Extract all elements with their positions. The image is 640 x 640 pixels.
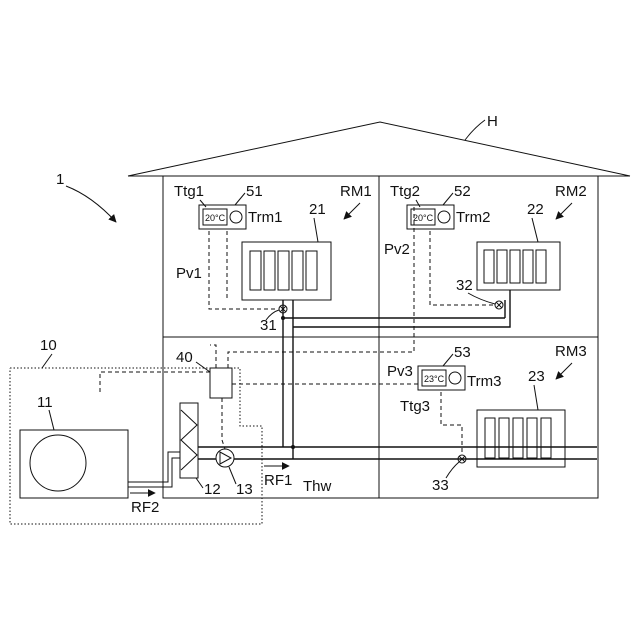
- radiator-23-leader: [534, 385, 538, 410]
- controller-signal-pv1: [210, 345, 216, 368]
- valve-33-leader: [446, 462, 459, 478]
- pump-symbol: [220, 452, 231, 464]
- rm1-label: RM1: [340, 183, 372, 200]
- valve-33-label: 33: [432, 477, 449, 494]
- ttg1-leader: [200, 200, 206, 207]
- ttg1-label: Ttg1: [174, 183, 204, 200]
- pump-label: 13: [236, 481, 253, 498]
- rm2-arrow: [556, 203, 572, 219]
- thermostat-53-label: 53: [454, 344, 471, 361]
- ttg2-label: Ttg2: [390, 183, 420, 200]
- thermostat-51-leader: [235, 193, 245, 205]
- rf1-label: RF1: [264, 472, 292, 489]
- trm3-label: Trm3: [467, 373, 501, 390]
- controller-leader: [196, 362, 210, 372]
- pv2-label: Pv2: [384, 241, 410, 258]
- heat-exchanger-label: 12: [204, 481, 221, 498]
- rf2-label: RF2: [131, 499, 159, 516]
- outdoor-unit-fan: [30, 435, 86, 491]
- outdoor-unit-leader: [49, 410, 54, 430]
- rm3-label: RM3: [555, 343, 587, 360]
- controller-signal-pump: [222, 398, 225, 449]
- controller-signal-pv2: [228, 205, 414, 368]
- heat-source-leader: [42, 354, 52, 368]
- valve-32: [495, 301, 503, 309]
- ttg3-label: Ttg3: [400, 398, 430, 415]
- rm3-arrow: [556, 363, 572, 379]
- thermostat-51-temp: 20°C: [205, 213, 226, 223]
- trm1-label: Trm1: [248, 209, 282, 226]
- thermostat-51-label: 51: [246, 183, 263, 200]
- junction-2: [291, 445, 295, 449]
- pv3-signal: [441, 392, 462, 455]
- controller: [210, 368, 232, 398]
- thw-label: Thw: [303, 478, 332, 495]
- pv1-signal: [209, 231, 278, 309]
- system-label: 1: [56, 171, 64, 188]
- thermostat-53-temp: 23°C: [424, 374, 445, 384]
- house-label: H: [487, 113, 498, 130]
- heat-exchanger-coil: [181, 410, 197, 470]
- thermostat-52-temp: 20°C: [413, 213, 434, 223]
- radiator-21-label: 21: [309, 201, 326, 218]
- controller-signal-outdoor: [100, 372, 210, 395]
- heat-exchanger: [180, 403, 198, 478]
- system-arrow: [66, 186, 116, 222]
- heat-exchanger-leader: [196, 478, 203, 488]
- refrigerant-line-2: [128, 458, 180, 487]
- radiator-22-leader: [532, 218, 538, 242]
- pv1-label: Pv1: [176, 265, 202, 282]
- thermostat-53-knob: [449, 372, 461, 384]
- ttg2-leader: [416, 200, 420, 207]
- valve-32-leader: [468, 293, 495, 304]
- pump-leader: [229, 467, 236, 484]
- controller-label: 40: [176, 349, 193, 366]
- rm2-pipe-up2: [505, 290, 510, 327]
- heat-source-label: 10: [40, 337, 57, 354]
- radiator-21-leader: [314, 218, 318, 242]
- rm2-label: RM2: [555, 183, 587, 200]
- valve-31-label: 31: [260, 317, 277, 334]
- radiator-22-fins: [484, 250, 546, 283]
- house-leader: [465, 120, 485, 140]
- rm1-arrow: [344, 203, 360, 219]
- roof: [128, 122, 630, 176]
- thermostat-51-knob: [230, 211, 242, 223]
- trm2-label: Trm2: [456, 209, 490, 226]
- radiator-23-fins: [485, 418, 551, 458]
- thermostat-52-knob: [438, 211, 450, 223]
- thermostat-53-leader: [443, 354, 453, 366]
- house-outline: [128, 122, 630, 498]
- thermostat-52-label: 52: [454, 183, 471, 200]
- valve-32-label: 32: [456, 277, 473, 294]
- thermostat-52-leader: [443, 193, 453, 205]
- radiator-21-fins: [250, 251, 317, 290]
- outdoor-unit-label: 11: [37, 394, 53, 411]
- radiator-23-label: 23: [528, 368, 545, 385]
- radiator-22-label: 22: [527, 201, 544, 218]
- pv3-label: Pv3: [387, 363, 413, 380]
